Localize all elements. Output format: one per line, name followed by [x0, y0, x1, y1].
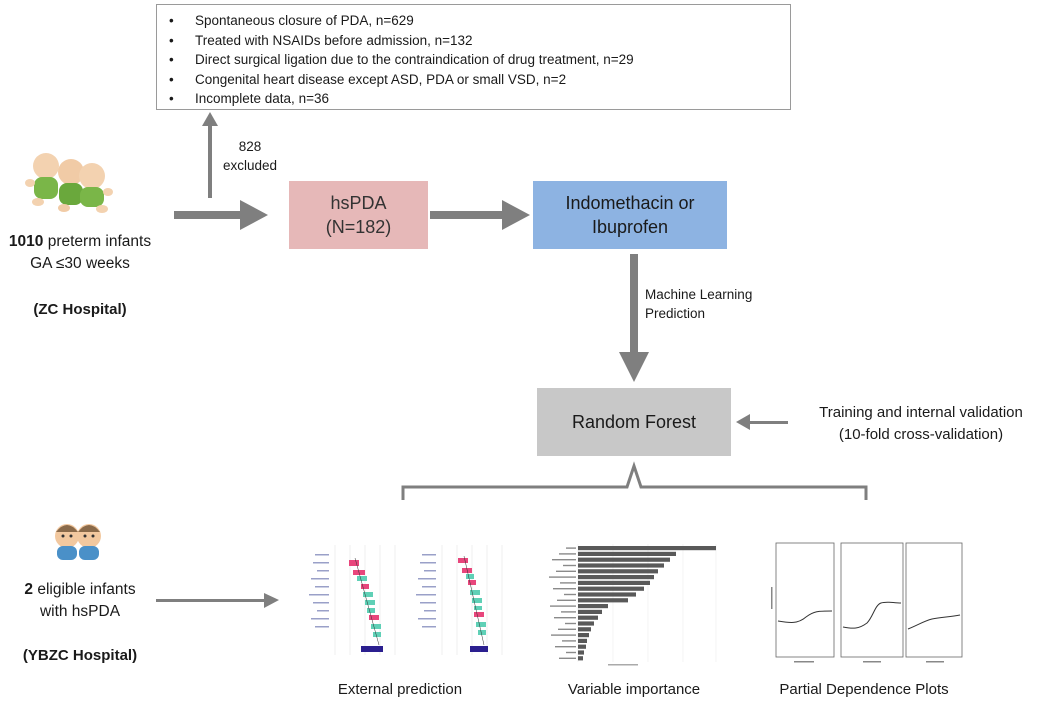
infants-group-icon — [25, 153, 113, 213]
two-infants-icon — [55, 524, 101, 560]
exclusion-item: Treated with NSAIDs before admission, n=… — [157, 31, 790, 51]
arrow-ml-head — [619, 352, 649, 382]
importance-bar — [578, 592, 636, 597]
random-forest-label: Random Forest — [571, 412, 697, 432]
output-bracket — [401, 461, 868, 500]
importance-label — [551, 634, 576, 636]
importance-bar — [578, 551, 676, 556]
importance-labels — [549, 547, 576, 659]
importance-label — [555, 646, 576, 648]
arrow-validation-shaft — [748, 421, 788, 424]
importance-bar — [578, 546, 716, 551]
excluded-count: 828 — [238, 139, 262, 154]
importance-bars — [578, 546, 716, 661]
waterfall-plot-1 — [305, 540, 405, 660]
external-count: 2 — [24, 581, 34, 598]
importance-bar — [578, 644, 586, 649]
treatment-line1: Indomethacin or — [565, 193, 695, 213]
importance-bar — [578, 557, 670, 562]
exclusion-item: Congenital heart disease except ASD, PDA… — [157, 70, 790, 90]
exclusion-item: Direct surgical ligation due to the cont… — [157, 50, 790, 70]
variable-importance-label: Variable importance — [567, 681, 701, 698]
random-forest-node: Random Forest — [537, 388, 731, 456]
importance-bar — [578, 598, 628, 603]
arrow-external-shaft — [156, 599, 266, 602]
importance-bar — [578, 563, 664, 568]
cohort-line1: 1010 preterm infants — [0, 231, 160, 252]
importance-label — [563, 564, 576, 567]
arrow-up-shaft — [208, 124, 212, 198]
external-prediction-label: External prediction — [337, 681, 463, 698]
hspda-count: (N=182) — [325, 217, 392, 237]
arrow-cohort-shaft — [174, 211, 242, 219]
importance-bar — [578, 633, 589, 638]
arrow-hspda-head — [502, 200, 530, 230]
importance-label — [559, 657, 576, 659]
external-line1: 2 eligible infants — [10, 579, 150, 600]
cohort-hospital: (ZC Hospital) — [33, 301, 127, 318]
importance-label — [549, 576, 576, 578]
importance-label — [553, 588, 576, 590]
exclusion-list: Spontaneous closure of PDA, n=629 Treate… — [157, 5, 790, 109]
importance-label — [550, 605, 576, 607]
waterfall-plot-2 — [412, 540, 512, 660]
importance-label — [557, 599, 576, 601]
importance-label — [554, 617, 576, 619]
exclusion-criteria-box: Spontaneous closure of PDA, n=629 Treate… — [156, 4, 791, 110]
importance-bar — [578, 615, 598, 620]
importance-bar — [578, 569, 658, 574]
importance-bar — [578, 656, 583, 661]
pdp-plot-2 — [839, 541, 905, 667]
importance-bar — [578, 627, 591, 632]
importance-label — [564, 593, 576, 596]
exclusion-item: Incomplete data, n=36 — [157, 89, 790, 109]
importance-bar — [578, 580, 650, 585]
importance-bar — [578, 621, 594, 626]
arrow-up-head — [202, 112, 218, 126]
excluded-label: excluded — [222, 158, 278, 173]
importance-bar — [578, 604, 608, 609]
ml-line2: Prediction — [645, 306, 706, 321]
importance-bar — [578, 638, 587, 643]
treatment-line2: Ibuprofen — [591, 217, 669, 237]
pdp-label: Partial Dependence Plots — [779, 681, 949, 698]
importance-bar — [578, 609, 602, 614]
importance-label — [560, 582, 576, 584]
arrow-hspda-shaft — [430, 211, 504, 219]
variable-importance-plot — [538, 540, 720, 668]
arrow-external-head — [264, 593, 279, 608]
arrow-validation-head — [736, 414, 750, 430]
exclusion-item: Spontaneous closure of PDA, n=629 — [157, 11, 790, 31]
pdp-plot-1 — [770, 541, 836, 667]
validation-line1: Training and internal validation — [819, 404, 1023, 421]
importance-label — [566, 651, 576, 654]
external-hospital: (YBZC Hospital) — [22, 647, 138, 664]
arrow-ml-shaft — [630, 254, 638, 354]
importance-label — [562, 640, 576, 642]
importance-label — [556, 570, 576, 572]
cohort-count: 1010 — [8, 233, 44, 250]
pdp-plot-3 — [904, 541, 964, 667]
importance-label — [566, 547, 576, 549]
treatment-node: Indomethacin or Ibuprofen — [533, 181, 727, 249]
cohort-line1-rest: preterm infants — [43, 233, 152, 250]
importance-bar — [578, 575, 654, 580]
importance-label — [552, 559, 576, 561]
cohort-line2: GA ≤30 weeks — [30, 255, 130, 272]
importance-label — [559, 553, 576, 555]
arrow-cohort-head — [240, 200, 268, 230]
external-line1-rest: eligible infants — [33, 581, 136, 598]
external-line2: with hsPDA — [39, 603, 121, 620]
validation-line2: (10-fold cross-validation) — [838, 426, 1004, 443]
importance-bar — [578, 650, 584, 655]
hspda-node: hsPDA (N=182) — [289, 181, 428, 249]
importance-bar — [578, 586, 644, 591]
importance-label — [565, 622, 576, 625]
ml-line1: Machine Learning — [645, 287, 753, 302]
importance-label — [558, 628, 576, 630]
importance-label — [561, 611, 576, 613]
hspda-label: hsPDA — [330, 193, 387, 213]
